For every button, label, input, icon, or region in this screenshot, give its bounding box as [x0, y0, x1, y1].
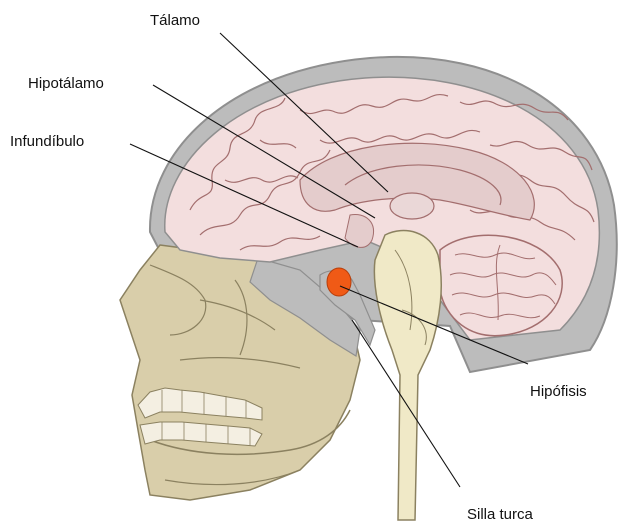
label-thalamus: Tálamo	[150, 12, 200, 29]
thalamus-shape	[390, 193, 434, 219]
label-infundibulum: Infundíbulo	[10, 133, 84, 150]
label-sella-turcica: Silla turca	[467, 506, 534, 523]
brainstem	[374, 231, 441, 520]
label-hypothalamus: Hipotálamo	[28, 75, 104, 92]
pituitary-gland	[327, 268, 351, 296]
label-pituitary: Hipófisis	[530, 383, 587, 400]
